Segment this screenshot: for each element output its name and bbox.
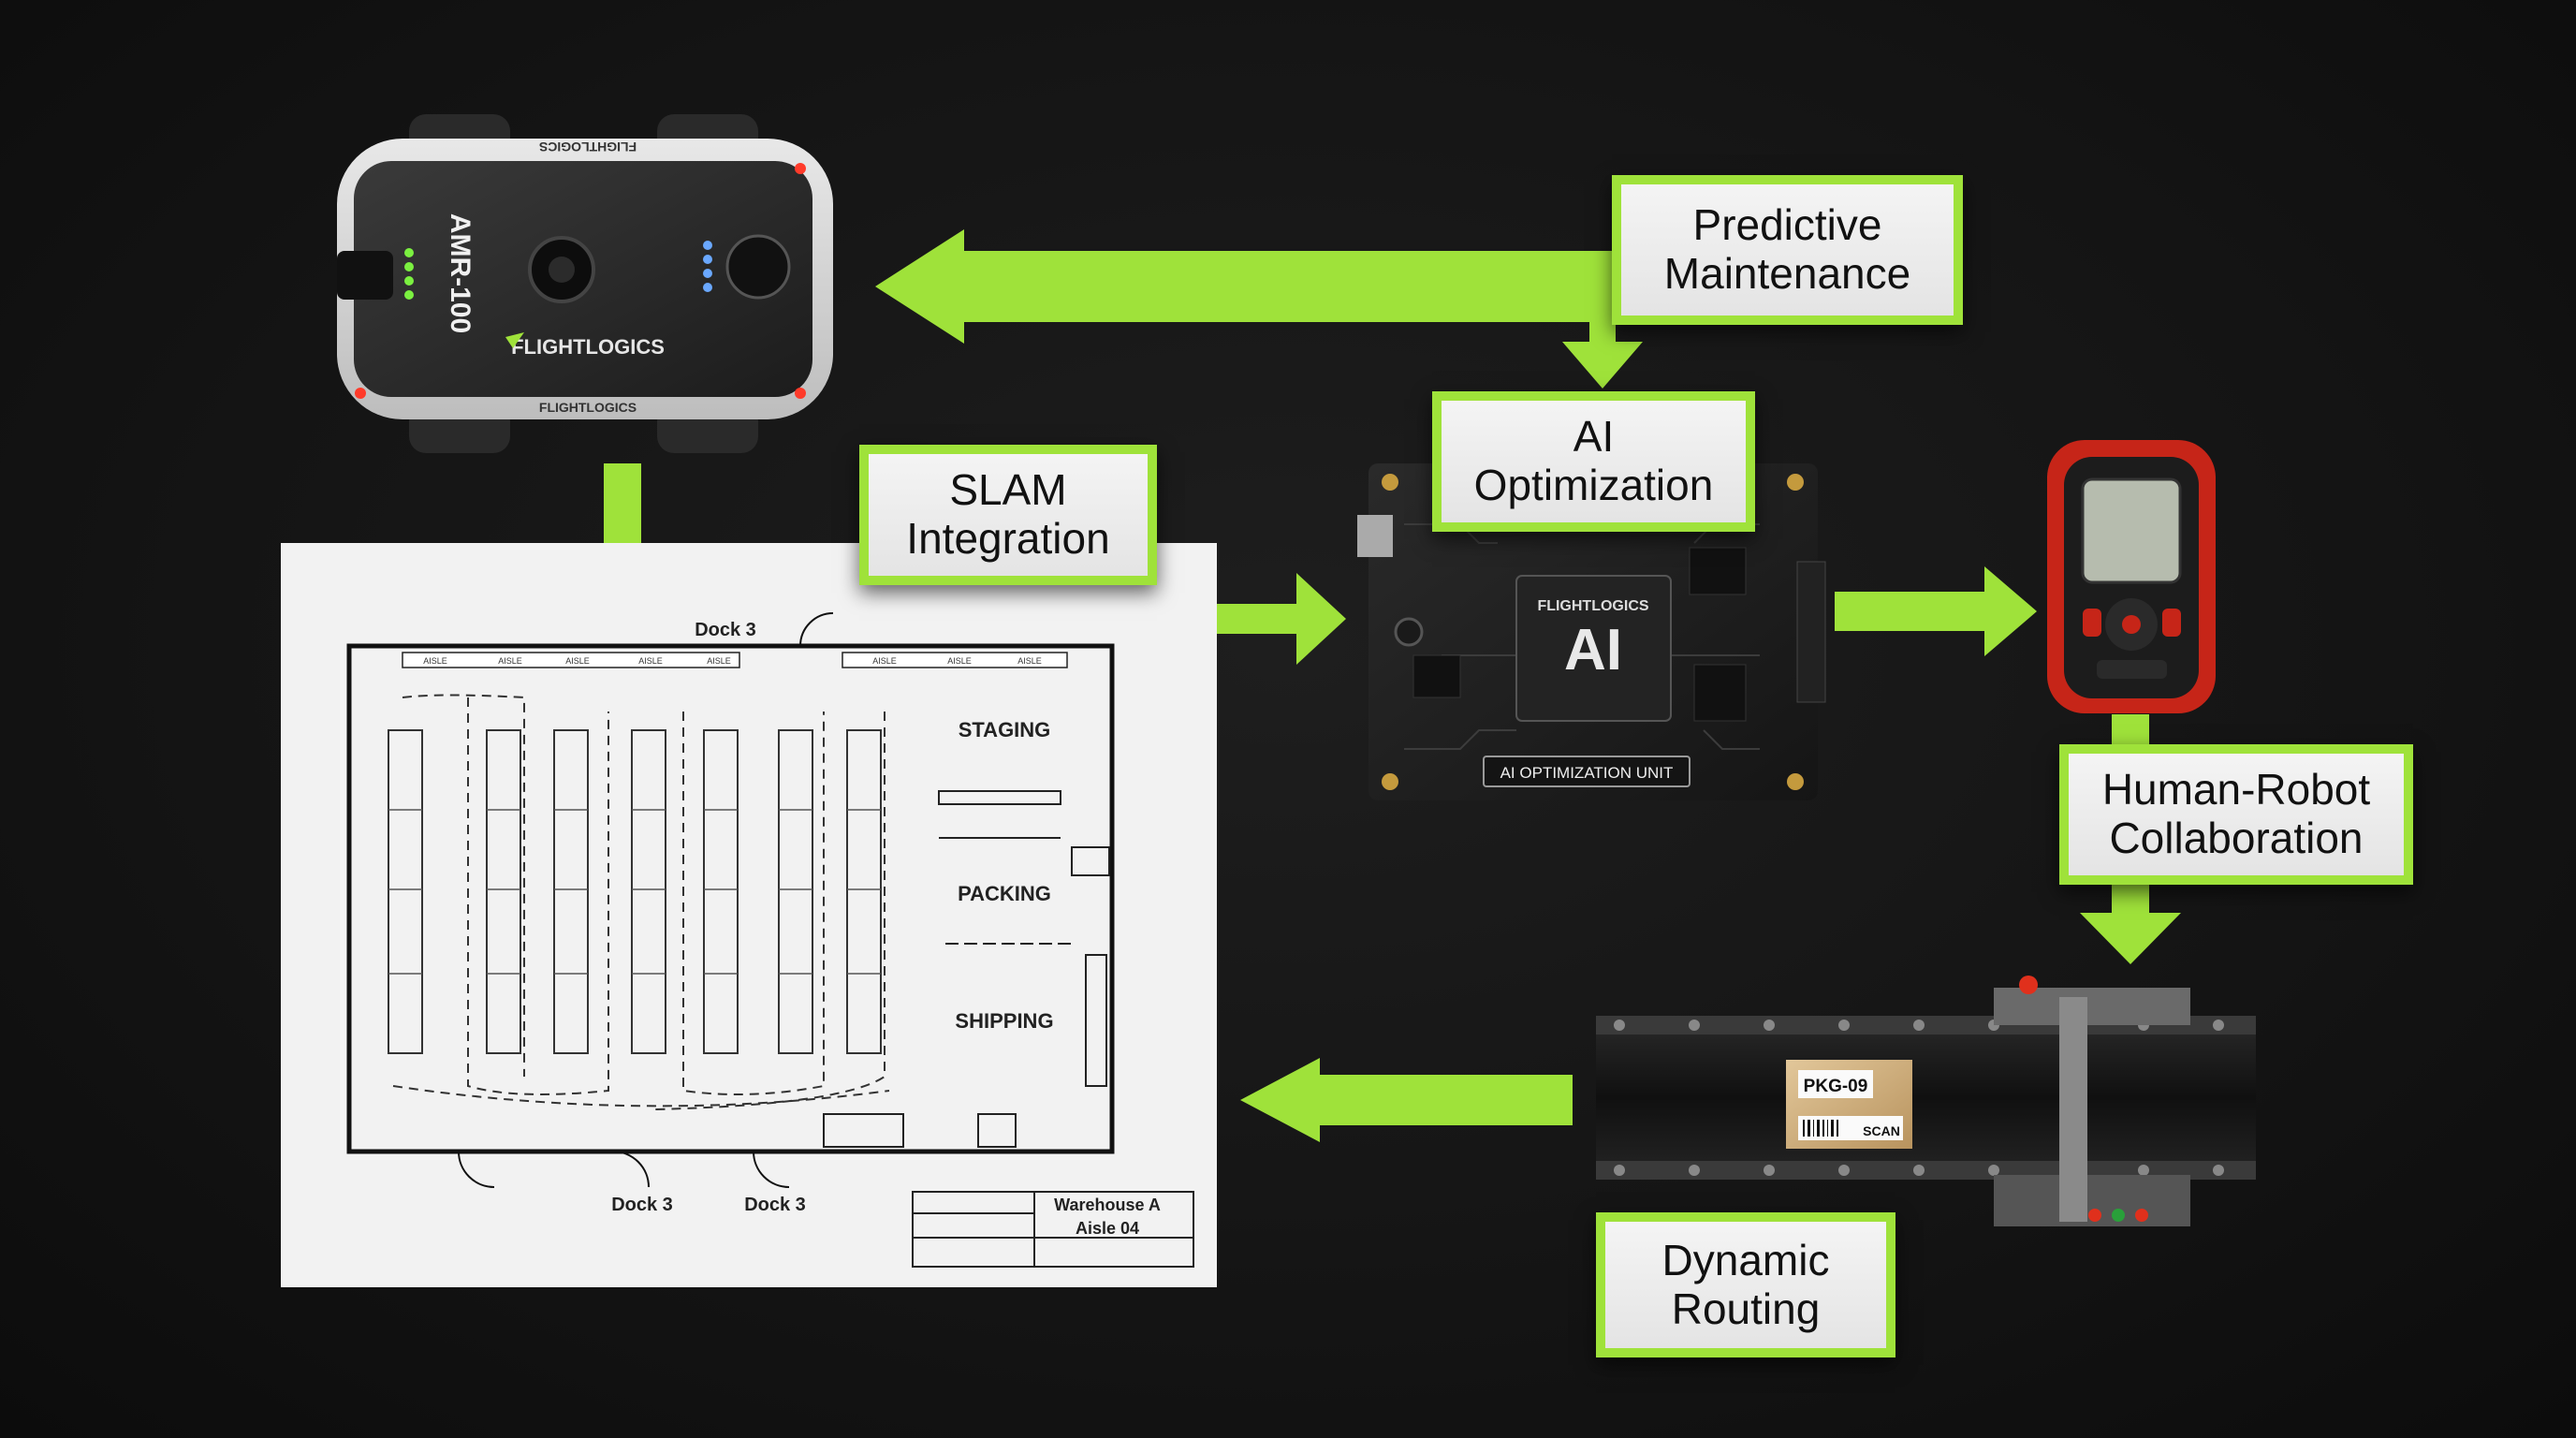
- label-ai-optimization: AI Optimization: [1432, 391, 1755, 532]
- arrow-ai-to-scanner: [1835, 566, 2037, 656]
- label-dynamic-routing: Dynamic Routing: [1596, 1212, 1895, 1357]
- aisle-tag: AISLE: [707, 656, 731, 666]
- aisle-tag: AISLE: [565, 656, 590, 666]
- microchip-icon: FLIGHTLOGICS AI AI OPTIMIZATION UNIT: [1357, 463, 1826, 800]
- blueprint-icon: AISLE AISLE AISLE AISLE AISLE AISLE AISL…: [281, 543, 1217, 1287]
- label-slam-integration: SLAM Integration: [859, 445, 1157, 585]
- label-predictive-maintenance-text: Predictive Maintenance: [1663, 200, 1911, 298]
- package-id-label: PKG-09: [1804, 1077, 1868, 1096]
- aisle-tag: AISLE: [1017, 656, 1042, 666]
- dock-label-bottom-1: Dock 3: [611, 1195, 673, 1215]
- label-ai-optimization-text: AI Optimization: [1473, 412, 1714, 509]
- arrow-conveyor-to-floorplan: [1240, 1058, 1573, 1142]
- zone-shipping: SHIPPING: [955, 1009, 1053, 1033]
- label-human-robot-collaboration: Human-Robot Collaboration: [2059, 744, 2413, 885]
- robot-brand-label: FLIGHTLOGICS: [511, 335, 665, 359]
- board-chip-label: AI: [1564, 618, 1622, 682]
- board-unit-label: AI OPTIMIZATION UNIT: [1500, 764, 1674, 782]
- dock-label-bottom-2: Dock 3: [744, 1195, 806, 1215]
- robot-model-label: AMR-100: [445, 213, 476, 333]
- arrow-maintenance-to-robot: [875, 229, 1615, 344]
- aisle-tag: AISLE: [423, 656, 447, 666]
- label-slam-integration-text: SLAM Integration: [906, 465, 1110, 563]
- scan-label: SCAN: [1863, 1123, 1900, 1138]
- zone-packing: PACKING: [958, 882, 1051, 905]
- arrow-collab-to-conveyor: [2080, 885, 2181, 964]
- board-brand-label: FLIGHTLOGICS: [1537, 598, 1648, 614]
- handheld-scanner-icon: [2047, 440, 2216, 713]
- conveyor-icon: PKG-09 SCAN: [1596, 976, 2256, 1226]
- title-block-line-1: Warehouse A: [1054, 1196, 1161, 1214]
- title-block-line-2: Aisle 04: [1076, 1219, 1139, 1238]
- aisle-tag: AISLE: [638, 656, 663, 666]
- arrow-floorplan-to-ai: [1123, 573, 1346, 665]
- aisle-tag: AISLE: [872, 656, 897, 666]
- dock-label-top: Dock 3: [695, 620, 756, 640]
- zone-staging: STAGING: [959, 718, 1051, 741]
- package-icon: PKG-09 SCAN: [1786, 1060, 1912, 1149]
- arrow-maintenance-to-ai: [1562, 322, 1643, 389]
- aisle-tag: AISLE: [498, 656, 522, 666]
- robot-brand-rear: FLIGHTLOGICS: [539, 139, 637, 154]
- robot-brand-front: FLIGHTLOGICS: [539, 400, 637, 415]
- robot-icon: AMR-100 FLIGHTLOGICS FLIGHTLOGICS FLIGHT…: [337, 114, 833, 453]
- aisle-tag: AISLE: [947, 656, 972, 666]
- label-dynamic-routing-text: Dynamic Routing: [1661, 1235, 1830, 1333]
- label-human-robot-collaboration-text: Human-Robot Collaboration: [2101, 765, 2371, 862]
- label-predictive-maintenance: Predictive Maintenance: [1612, 175, 1963, 325]
- arrow-scanner-stub: [2112, 714, 2149, 744]
